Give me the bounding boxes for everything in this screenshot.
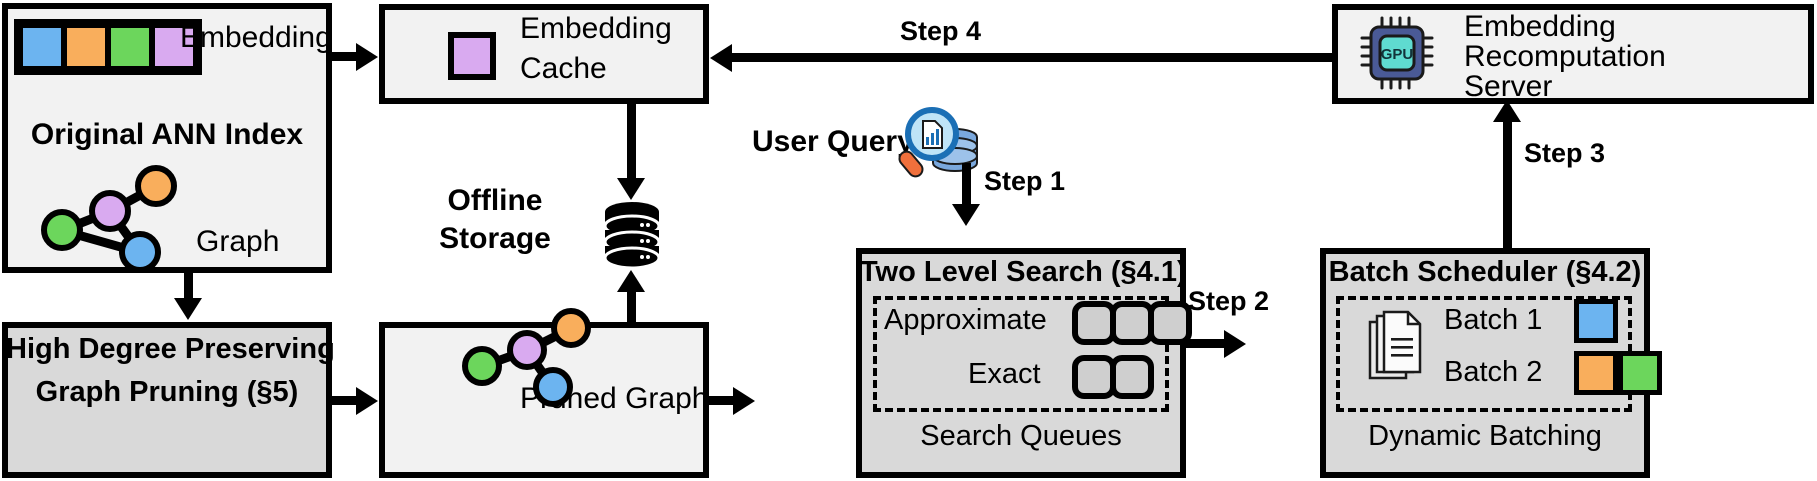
embedding-cache-line1: Embedding bbox=[520, 12, 672, 45]
pruned-graph-node-green bbox=[462, 346, 502, 386]
embedding-cache-line2: Cache bbox=[520, 52, 607, 85]
original-graph-node-blue bbox=[119, 231, 161, 273]
arrow-index-to-pruning-line bbox=[184, 273, 193, 303]
original-graph-node-green bbox=[41, 209, 83, 251]
user-query-search-icon bbox=[898, 104, 980, 180]
arrow-pruning-to-pruned-head bbox=[356, 387, 378, 415]
offline-storage-line2: Storage bbox=[439, 222, 551, 255]
batch-1-label: Batch 1 bbox=[1444, 304, 1543, 336]
graph-pruning-line2: Graph Pruning (§5) bbox=[35, 376, 299, 408]
recomputation-server-line1: Embedding bbox=[1464, 10, 1616, 43]
batch-2-swatches bbox=[1574, 351, 1662, 395]
pruned-graph-node-orange bbox=[551, 308, 591, 348]
batch-1-swatch-1 bbox=[1574, 299, 1618, 343]
arrow-pruned-to-search-line bbox=[709, 396, 743, 405]
embedding-cache-swatch bbox=[448, 32, 496, 80]
batch-2-label: Batch 2 bbox=[1444, 356, 1543, 388]
embedding-cell-4 bbox=[152, 25, 196, 69]
graph-label: Graph bbox=[196, 225, 280, 258]
arrow-pruned-to-storage-line bbox=[627, 292, 636, 322]
gpu-chip-label: GPU bbox=[1381, 46, 1414, 63]
dynamic-batching-caption: Dynamic Batching bbox=[1368, 420, 1602, 452]
batch-2-swatch-1 bbox=[1574, 351, 1618, 395]
exact-row-label: Exact bbox=[968, 358, 1041, 390]
original-graph-node-purple bbox=[89, 190, 131, 232]
approximate-slot-3[interactable] bbox=[1148, 301, 1192, 345]
embedding-label: Embedding bbox=[180, 21, 332, 54]
embedding-cache-box bbox=[379, 4, 709, 104]
arrow-step2-line bbox=[1186, 339, 1232, 348]
arrow-step3-line bbox=[1503, 118, 1512, 248]
arrow-step4-head bbox=[710, 44, 732, 72]
embedding-cell-3 bbox=[108, 25, 152, 69]
two-level-search-title: Two Level Search (§4.1) bbox=[860, 256, 1187, 288]
arrow-index-to-pruning-head bbox=[174, 298, 202, 320]
search-queues-caption: Search Queues bbox=[920, 420, 1122, 452]
embedding-cell-1 bbox=[20, 25, 64, 69]
gpu-chip-icon: GPU bbox=[1358, 14, 1436, 92]
arrow-step1-head bbox=[952, 204, 980, 226]
graph-pruning-line1: High Degree Preserving bbox=[6, 333, 335, 365]
offline-storage-line1: Offline bbox=[447, 184, 543, 217]
embedding-strip bbox=[14, 19, 202, 75]
arrow-step2-head bbox=[1224, 330, 1246, 358]
step4-label: Step 4 bbox=[900, 16, 982, 46]
arrow-pruned-to-storage-head bbox=[617, 270, 645, 292]
arrow-index-to-cache-line bbox=[332, 52, 362, 61]
batch-documents-icon bbox=[1366, 310, 1424, 384]
approximate-queue-slots bbox=[1074, 0, 1075, 1]
arrow-pruned-to-search-head bbox=[733, 387, 755, 415]
exact-slot-2[interactable] bbox=[1110, 355, 1154, 399]
batch-2-swatch-2 bbox=[1618, 351, 1662, 395]
batch-scheduler-title: Batch Scheduler (§4.2) bbox=[1328, 256, 1642, 288]
step2-label: Step 2 bbox=[1188, 286, 1270, 316]
arrow-pruning-to-pruned-line bbox=[332, 396, 362, 405]
arrow-cache-to-storage-head bbox=[617, 178, 645, 200]
arrow-step4-line bbox=[726, 53, 1332, 62]
exact-slot-1[interactable] bbox=[1072, 355, 1116, 399]
embedding-cell-2 bbox=[64, 25, 108, 69]
pruned-graph-node-blue bbox=[533, 367, 573, 407]
recomputation-server-line2: Recomputation bbox=[1464, 40, 1666, 73]
arrow-step3-head bbox=[1493, 100, 1521, 122]
approximate-slot-2[interactable] bbox=[1110, 301, 1154, 345]
graph-pruning-box bbox=[2, 322, 332, 478]
pruned-graph-node-purple bbox=[507, 330, 547, 370]
user-query-label: User Query bbox=[752, 125, 914, 158]
arrow-index-to-cache-head bbox=[356, 43, 378, 71]
search-queues-dashed-region bbox=[873, 296, 1169, 412]
arrow-step1-line bbox=[962, 163, 971, 211]
arrow-cache-to-storage-line bbox=[627, 104, 636, 184]
original-ann-index-title: Original ANN Index bbox=[30, 118, 304, 151]
original-graph-node-orange bbox=[135, 165, 177, 207]
recomputation-server-line3: Server bbox=[1464, 70, 1553, 103]
offline-storage-db-icon bbox=[602, 200, 662, 272]
batch-1-swatches bbox=[1574, 299, 1618, 343]
approximate-row-label: Approximate bbox=[884, 304, 1047, 336]
step1-label: Step 1 bbox=[984, 166, 1066, 196]
pruned-graph-widget bbox=[0, 0, 1, 1]
step3-label: Step 3 bbox=[1524, 138, 1606, 168]
